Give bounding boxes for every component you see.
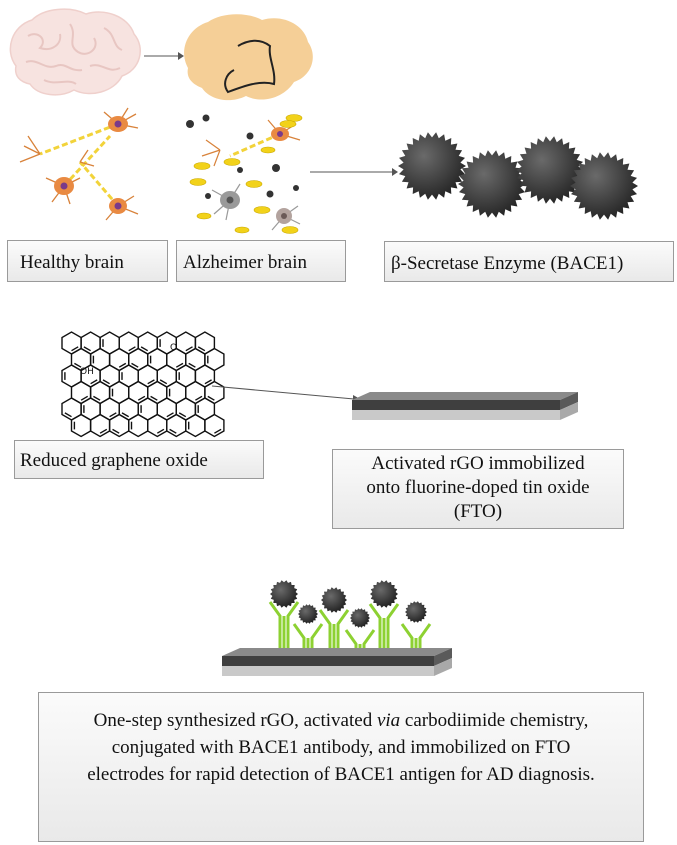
double-bond [188,362,196,368]
double-bond [121,412,130,418]
double-bond [178,412,187,418]
fto-electrode-icon [352,392,578,420]
double-bond [109,412,117,418]
enzyme-sphere [458,150,526,218]
healthy-brain-icon [9,8,141,96]
double-bond [185,346,193,352]
double-bond [80,395,89,401]
double-bond [93,395,101,401]
healthy-brain-label: Healthy brain [7,240,168,282]
antigen-sphere [405,601,427,623]
enzyme-arrow [310,168,398,176]
activated-rgo-label: Activated rGO immobilized onto fluorine-… [332,449,624,529]
double-bond [166,412,174,418]
bace1-enzyme-icon [398,132,638,220]
oxygen-label: O [170,343,177,353]
double-bond [207,395,215,401]
rgo-arrow [211,385,362,403]
antigen-sphere [370,580,398,608]
double-bond [128,346,136,352]
double-bond [118,362,127,368]
carbon-ring [204,413,225,438]
immunosensor-icon [222,580,452,676]
double-bond [83,346,91,352]
carbon-ring [166,413,187,438]
brain-arrow [144,52,184,60]
carbon-ring [89,413,111,438]
double-bond [90,379,98,385]
via-italic: via [376,710,401,731]
antibody [292,604,324,652]
antigen-sphere [321,587,347,613]
rgo-label: Reduced graphene oxide [14,440,264,479]
double-bond [74,362,82,368]
alzheimer-neurons-icon [186,114,303,234]
double-bond [150,395,158,401]
double-bond [195,395,203,401]
double-bond [140,346,149,352]
antibody [400,601,432,652]
hydroxyl-label: OH [80,367,94,377]
double-bond [131,362,139,368]
antibody [268,580,300,652]
antigen-sphere [270,580,298,608]
enzyme-sphere [398,132,466,200]
double-bond [197,346,206,352]
double-bond [159,379,168,385]
alzheimer-brain-label: Alzheimer brain [176,240,346,282]
graphene-structure-icon: OH O [61,331,225,438]
antibody [318,587,350,652]
antigen-sphere [298,604,318,624]
enzyme-sphere [570,152,638,220]
double-bond [64,412,72,418]
antibody [368,580,400,652]
summary-caption: One-step synthesized rGO, activated via … [38,692,644,842]
double-bond [156,428,165,434]
carbon-ring [146,413,168,438]
healthy-neurons-icon [19,107,139,221]
double-bond [147,379,155,385]
double-bond [71,346,79,352]
double-bond [112,428,120,434]
double-bond [169,428,177,434]
antibody [344,608,376,652]
enzyme-sphere [516,136,584,204]
double-bond [102,379,110,385]
double-bond [137,395,146,401]
alzheimer-brain-icon [184,14,313,101]
double-bond [99,428,108,434]
double-bond [175,362,184,368]
double-bond [214,428,222,434]
antigen-sphere [350,608,370,628]
double-bond [204,379,212,385]
bace1-label: β-Secretase Enzyme (BACE1) [384,241,674,282]
